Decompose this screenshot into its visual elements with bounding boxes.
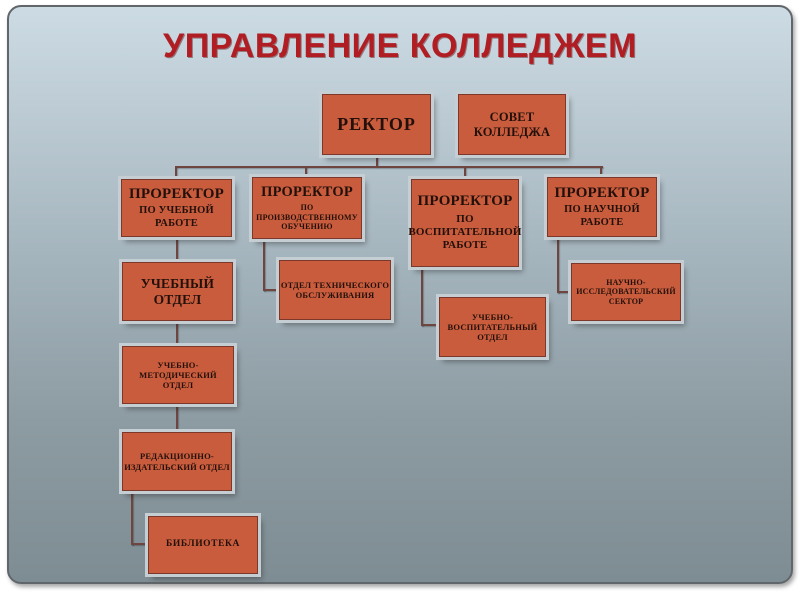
node-edu-method-dept-label: УЧЕБНО- МЕТОДИЧЕСКИЙ ОТДЕЛ	[139, 359, 217, 390]
node-vice-rector-industrial: ПРОРЕКТОР ПО ПРОИЗВОДСТВЕННОМУ ОБУЧЕНИЮ	[252, 177, 362, 239]
node-vice-rector-academic-title: ПРОРЕКТОР	[129, 185, 224, 202]
connector-editorial-to-library-horizontal	[131, 543, 148, 545]
connector-method-to-editorial-dept	[176, 404, 178, 432]
node-tech-service-dept-label: ОТДЕЛ ТЕХНИЧЕСКОГО ОБСЛУЖИВАНИЯ	[280, 279, 390, 300]
node-research-sector-label: НАУЧНО- ИССЛЕДОВАТЕЛЬСКИЙ СЕКТОР	[576, 277, 676, 306]
node-edu-dept-label: УЧЕБНЫЙ ОТДЕЛ	[140, 275, 215, 307]
node-vice-rector-academic-subtitle: ПО УЧЕБНОЙ РАБОТЕ	[139, 205, 214, 229]
connector-academic-to-edu-dept	[176, 237, 178, 262]
node-edu-upbringing-dept: УЧЕБНО- ВОСПИТАТЕЛЬНЫЙ ОТДЕЛ	[439, 297, 546, 357]
node-vice-rector-academic: ПРОРЕКТОР ПО УЧЕБНОЙ РАБОТЕ	[121, 179, 232, 237]
node-edu-upbringing-dept-label: УЧЕБНО- ВОСПИТАТЕЛЬНЫЙ ОТДЕЛ	[447, 311, 538, 342]
node-college-council: СОВЕТ КОЛЛЕДЖА	[458, 94, 566, 155]
connector-drop-vice-rector-upbringing	[464, 167, 466, 179]
connector-upbringing-to-dept-vertical	[421, 267, 423, 326]
node-rector-label: РЕКТОР	[337, 113, 416, 134]
connector-upbringing-to-dept-horizontal	[421, 324, 439, 326]
connector-industrial-to-tech-vertical	[263, 239, 265, 291]
node-editorial-dept: РЕДАКЦИОННО- ИЗДАТЕЛЬСКИЙ ОТДЕЛ	[122, 432, 232, 491]
node-edu-method-dept: УЧЕБНО- МЕТОДИЧЕСКИЙ ОТДЕЛ	[122, 346, 234, 404]
connector-drop-vice-rector-science	[600, 167, 602, 177]
node-library: БИБЛИОТЕКА	[148, 516, 258, 574]
connector-drop-vice-rector-academic	[175, 167, 177, 179]
connector-rector-stub	[376, 155, 378, 167]
node-vice-rector-upbringing-subtitle: ПО ВОСПИТАТЕЛЬНОЙ РАБОТЕ	[408, 213, 522, 252]
node-editorial-dept-label: РЕДАКЦИОННО- ИЗДАТЕЛЬСКИЙ ОТДЕЛ	[124, 451, 230, 472]
node-vice-rector-industrial-subtitle: ПО ПРОИЗВОДСТВЕННОМУ ОБУЧЕНИЮ	[256, 203, 358, 232]
connector-main-horizontal	[175, 166, 603, 168]
node-college-council-label: СОВЕТ КОЛЛЕДЖА	[473, 109, 551, 139]
connector-science-to-sector-vertical	[557, 237, 559, 293]
node-vice-rector-industrial-title: ПРОРЕКТОР	[261, 184, 353, 201]
slide-canvas: УПРАВЛЕНИЕ КОЛЛЕДЖЕМ РЕКТОР СОВЕТ КОЛЛЕД…	[7, 5, 793, 584]
node-edu-dept: УЧЕБНЫЙ ОТДЕЛ	[122, 262, 233, 321]
connector-science-to-sector-horizontal	[557, 291, 571, 293]
node-vice-rector-upbringing: ПРОРЕКТОР ПО ВОСПИТАТЕЛЬНОЙ РАБОТЕ	[408, 179, 522, 267]
node-library-label: БИБЛИОТЕКА	[166, 539, 240, 550]
node-vice-rector-upbringing-title: ПРОРЕКТОР	[417, 193, 513, 210]
node-rector: РЕКТОР	[322, 94, 431, 155]
node-vice-rector-science-subtitle: ПО НАУЧНОЙ РАБОТЕ	[564, 204, 640, 228]
connector-edu-to-method-dept	[176, 321, 178, 346]
node-tech-service-dept: ОТДЕЛ ТЕХНИЧЕСКОГО ОБСЛУЖИВАНИЯ	[279, 260, 391, 320]
connector-drop-vice-rector-industrial	[305, 167, 307, 177]
connector-industrial-to-tech-horizontal	[263, 289, 279, 291]
connector-editorial-to-library-vertical	[131, 491, 133, 545]
node-vice-rector-science-title: ПРОРЕКТОР	[554, 184, 650, 201]
node-vice-rector-science: ПРОРЕКТОР ПО НАУЧНОЙ РАБОТЕ	[547, 177, 657, 237]
page-title: УПРАВЛЕНИЕ КОЛЛЕДЖЕМ	[163, 27, 637, 65]
node-research-sector: НАУЧНО- ИССЛЕДОВАТЕЛЬСКИЙ СЕКТОР	[571, 263, 681, 321]
